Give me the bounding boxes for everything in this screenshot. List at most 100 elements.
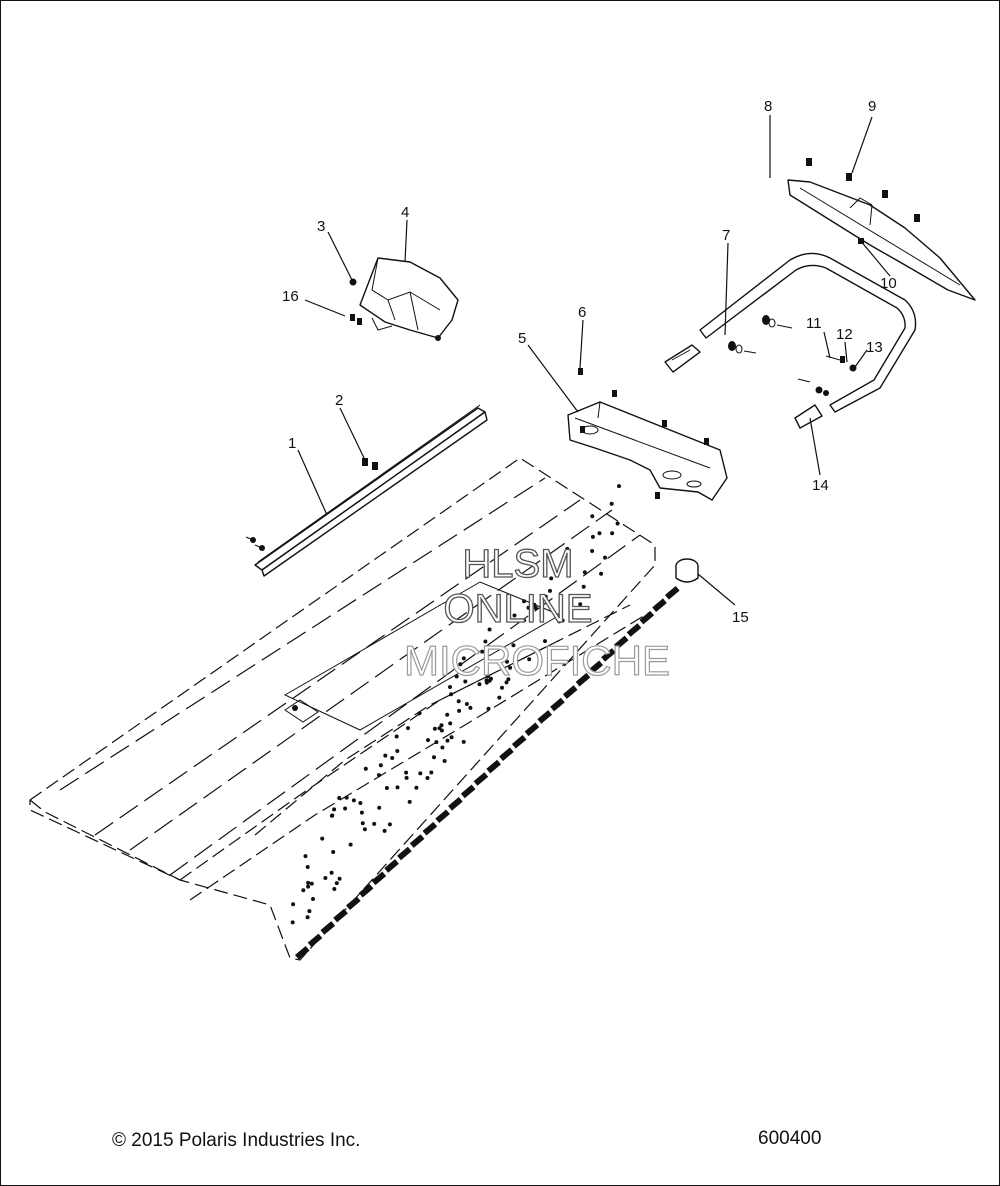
rivet (337, 876, 342, 881)
rivet (311, 897, 315, 901)
rivet (582, 570, 587, 575)
louvre-slot (639, 610, 655, 625)
rivet (404, 775, 409, 780)
rivet (387, 822, 392, 827)
rivet (464, 702, 469, 706)
callout-6: 6 (578, 304, 586, 321)
leader-lines (297, 115, 891, 606)
rivet (344, 795, 349, 800)
rivet (581, 584, 586, 589)
rivet (329, 870, 334, 875)
rivet (432, 726, 437, 731)
callout-2: 2 (335, 392, 343, 409)
callout-1: 1 (288, 435, 296, 452)
rivet (303, 854, 308, 859)
rivet (377, 805, 382, 810)
rivet (440, 745, 445, 750)
rivet (458, 662, 463, 667)
callouts: 1 2 3 4 5 6 7 8 9 10 11 12 13 14 15 16 (282, 98, 897, 626)
rivet (383, 753, 388, 758)
rivet (320, 836, 325, 841)
rivet (301, 888, 306, 893)
rivet (351, 798, 356, 803)
rivet (526, 605, 531, 610)
callout-13: 13 (866, 339, 883, 356)
rivet (290, 920, 295, 925)
rivet (434, 740, 439, 745)
callout-4: 4 (401, 204, 409, 221)
watermark-line-3: MICROFICHE (404, 637, 670, 684)
rivet (306, 880, 311, 885)
louvre-slot (422, 821, 438, 836)
louvre-slot (384, 859, 399, 873)
rivet (305, 915, 310, 920)
callout-9: 9 (868, 98, 876, 115)
louvre-slot (409, 834, 425, 848)
louvre-slot (397, 846, 412, 861)
diagram-number: 600400 (758, 1128, 822, 1149)
part-8-rear-flap-bracket (787, 158, 976, 301)
rivet (432, 755, 436, 760)
louvre-slot (486, 759, 501, 774)
rivet (332, 887, 337, 891)
rivet (358, 801, 363, 805)
rivet (395, 749, 400, 753)
rivet (463, 679, 468, 684)
louvre-slot (320, 921, 336, 935)
louvre-slot (448, 797, 463, 811)
louvre-slot (346, 896, 361, 910)
rivet (307, 909, 312, 914)
rivet (448, 685, 452, 689)
rivet (372, 821, 377, 826)
rivet (337, 796, 342, 800)
callout-16: 16 (282, 288, 299, 305)
parts-11-12-13-hardware (728, 315, 857, 396)
part-7-grab-bar (664, 252, 917, 429)
rivet (512, 613, 517, 618)
rivet (497, 695, 502, 700)
watermark-line-2: ONLINE (444, 587, 593, 631)
rivet (362, 827, 367, 832)
rivet (597, 531, 602, 536)
rivet (461, 739, 466, 744)
rivet (590, 534, 595, 539)
rivet (484, 678, 489, 683)
callout-8: 8 (764, 98, 772, 115)
louvre-slot (294, 946, 310, 960)
rivet (508, 665, 513, 670)
rivet (543, 639, 547, 644)
rivet (506, 677, 511, 682)
rivet (449, 692, 454, 697)
rivet (560, 618, 565, 623)
rivet (442, 759, 447, 763)
rivet (363, 766, 368, 771)
rivet (417, 711, 422, 716)
rivet (603, 555, 607, 560)
louvre-slot (333, 908, 348, 923)
rivet (414, 785, 419, 790)
rivet (457, 708, 462, 713)
louvre-slot (524, 722, 540, 737)
rivet (406, 726, 410, 731)
rivet (500, 685, 504, 690)
rivet (439, 728, 444, 733)
louvre-slot (601, 648, 616, 662)
rivet (599, 571, 604, 576)
rivet (461, 656, 466, 661)
rivet (390, 756, 395, 760)
rivet (617, 484, 621, 489)
louvre-slot (499, 747, 514, 761)
callout-7: 7 (722, 227, 730, 244)
rivet (532, 602, 537, 607)
louvre-slot (511, 734, 527, 749)
rivet (404, 770, 409, 775)
tunnel-louvres (294, 586, 680, 960)
louvre-slot (588, 660, 604, 675)
rivet (395, 785, 400, 790)
rivet (360, 821, 365, 826)
rivet (486, 706, 491, 711)
rivet (615, 521, 620, 526)
rivet (477, 682, 482, 687)
part-2-screws (362, 458, 378, 470)
tunnel-rivets (290, 484, 621, 925)
